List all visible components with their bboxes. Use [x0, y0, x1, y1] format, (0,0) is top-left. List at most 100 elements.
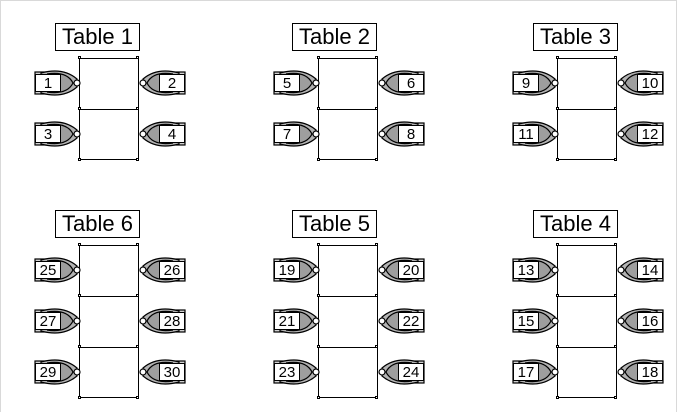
- table-leg: [78, 294, 81, 297]
- table-section-divider: [80, 296, 138, 297]
- table-leg: [556, 345, 559, 348]
- seat-number: 12: [637, 125, 663, 143]
- table-leg: [136, 243, 139, 246]
- seat-21: 21: [272, 307, 322, 335]
- table-leg: [375, 345, 378, 348]
- seat-6: 6: [376, 69, 426, 97]
- table-leg: [614, 158, 617, 161]
- table-leg: [78, 56, 81, 59]
- table-leg: [556, 158, 559, 161]
- seat-number: 30: [159, 363, 185, 381]
- table-leg: [556, 107, 559, 110]
- table-leg: [317, 396, 320, 399]
- seat-number: 3: [35, 125, 61, 143]
- seat-20: 20: [376, 256, 426, 284]
- seat-11: 11: [511, 120, 561, 148]
- seat-number: 27: [35, 312, 61, 330]
- seat-29: 29: [33, 358, 83, 386]
- table-leg: [614, 107, 617, 110]
- seat-18: 18: [615, 358, 665, 386]
- table-section-divider: [80, 109, 138, 110]
- table-section-divider: [558, 347, 616, 348]
- seat-number: 10: [637, 74, 663, 92]
- table-leg: [375, 294, 378, 297]
- seat-22: 22: [376, 307, 426, 335]
- seat-24: 24: [376, 358, 426, 386]
- table-leg: [556, 294, 559, 297]
- table-section-divider: [558, 296, 616, 297]
- seat-2: 2: [137, 69, 187, 97]
- seat-number: 7: [274, 125, 300, 143]
- seat-19: 19: [272, 256, 322, 284]
- table-leg: [317, 243, 320, 246]
- seat-number: 8: [398, 125, 424, 143]
- seat-26: 26: [137, 256, 187, 284]
- table-leg: [78, 345, 81, 348]
- table-leg: [317, 56, 320, 59]
- seat-number: 29: [35, 363, 61, 381]
- table-leg: [136, 396, 139, 399]
- table-leg: [375, 56, 378, 59]
- table-leg: [556, 243, 559, 246]
- table-surface: [317, 56, 378, 161]
- seat-28: 28: [137, 307, 187, 335]
- seat-1: 1: [33, 69, 83, 97]
- table-section-divider: [558, 109, 616, 110]
- seat-number: 26: [159, 261, 185, 279]
- table-leg: [375, 396, 378, 399]
- seat-12: 12: [615, 120, 665, 148]
- table-leg: [78, 243, 81, 246]
- seat-number: 25: [35, 261, 61, 279]
- seat-number: 19: [274, 261, 300, 279]
- table-leg: [136, 107, 139, 110]
- seat-number: 22: [398, 312, 424, 330]
- table-leg: [614, 294, 617, 297]
- seat-number: 2: [159, 74, 185, 92]
- seat-number: 16: [637, 312, 663, 330]
- seat-number: 6: [398, 74, 424, 92]
- seat-5: 5: [272, 69, 322, 97]
- seat-27: 27: [33, 307, 83, 335]
- seat-30: 30: [137, 358, 187, 386]
- seat-7: 7: [272, 120, 322, 148]
- seat-9: 9: [511, 69, 561, 97]
- seat-13: 13: [511, 256, 561, 284]
- table-leg: [136, 158, 139, 161]
- table-section-divider: [319, 296, 377, 297]
- seat-16: 16: [615, 307, 665, 335]
- seat-8: 8: [376, 120, 426, 148]
- table-title: Table 1: [55, 23, 140, 51]
- seat-number: 20: [398, 261, 424, 279]
- table-leg: [317, 345, 320, 348]
- table-leg: [614, 396, 617, 399]
- seat-25: 25: [33, 256, 83, 284]
- seat-number: 17: [513, 363, 539, 381]
- seat-number: 9: [513, 74, 539, 92]
- table-leg: [375, 158, 378, 161]
- table-leg: [614, 243, 617, 246]
- seat-23: 23: [272, 358, 322, 386]
- table-leg: [317, 158, 320, 161]
- table-surface: [556, 243, 617, 399]
- table-leg: [136, 345, 139, 348]
- table-leg: [614, 56, 617, 59]
- table-title: Table 2: [292, 23, 377, 51]
- table-leg: [78, 107, 81, 110]
- table-leg: [136, 294, 139, 297]
- seat-number: 21: [274, 312, 300, 330]
- table-leg: [375, 243, 378, 246]
- seat-number: 15: [513, 312, 539, 330]
- seat-4: 4: [137, 120, 187, 148]
- table-surface: [78, 243, 139, 399]
- table-leg: [78, 396, 81, 399]
- seat-17: 17: [511, 358, 561, 386]
- table-title: Table 3: [533, 23, 618, 51]
- table-leg: [614, 345, 617, 348]
- table-leg: [556, 56, 559, 59]
- seat-number: 28: [159, 312, 185, 330]
- seat-number: 1: [35, 74, 61, 92]
- table-leg: [317, 294, 320, 297]
- seat-number: 5: [274, 74, 300, 92]
- table-leg: [136, 56, 139, 59]
